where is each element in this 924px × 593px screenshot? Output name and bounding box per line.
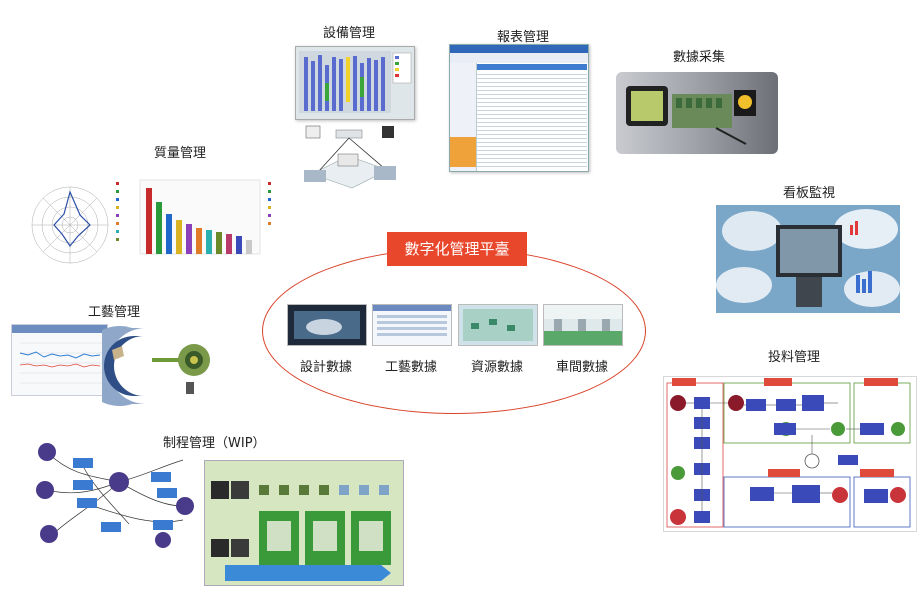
- wip-production-flow-screenshot: [204, 460, 404, 586]
- label-material: 投料管理: [768, 350, 821, 365]
- label-process: 工藝管理: [88, 305, 141, 320]
- kanban-photo: [716, 205, 900, 313]
- process-data-thumbnail: [372, 304, 452, 346]
- label-equipment: 設備管理: [323, 26, 376, 41]
- workshop-data-thumbnail: [543, 304, 623, 346]
- platform-title: 數字化管理平臺: [387, 232, 527, 266]
- quality-bar-chart: [110, 170, 280, 266]
- label-reports: 報表管理: [497, 30, 550, 45]
- material-flowchart: [663, 376, 917, 532]
- process-chart-screenshot: [11, 324, 108, 396]
- resource-data-label: 資源數據: [470, 360, 523, 375]
- wip-network-diagram: [33, 436, 205, 548]
- reports-screenshot: [449, 44, 589, 172]
- label-kanban: 看板監視: [783, 186, 836, 201]
- design-data-label: 設計數據: [299, 360, 352, 375]
- equipment-network-diagram: [298, 120, 398, 190]
- equipment-screenshot: [295, 46, 415, 120]
- label-quality: 質量管理: [154, 146, 207, 161]
- quality-radar-chart: [20, 170, 120, 270]
- resource-data-thumbnail: [458, 304, 538, 346]
- label-wip: 制程管理（WIP）: [163, 436, 266, 451]
- process-gear-illustration: [102, 320, 222, 408]
- workshop-data-label: 車間數據: [555, 360, 608, 375]
- design-data-thumbnail: [287, 304, 367, 346]
- label-data-collection: 數據采集: [673, 50, 726, 65]
- data-collection-photo: [616, 72, 778, 154]
- process-data-label: 工藝數據: [384, 360, 437, 375]
